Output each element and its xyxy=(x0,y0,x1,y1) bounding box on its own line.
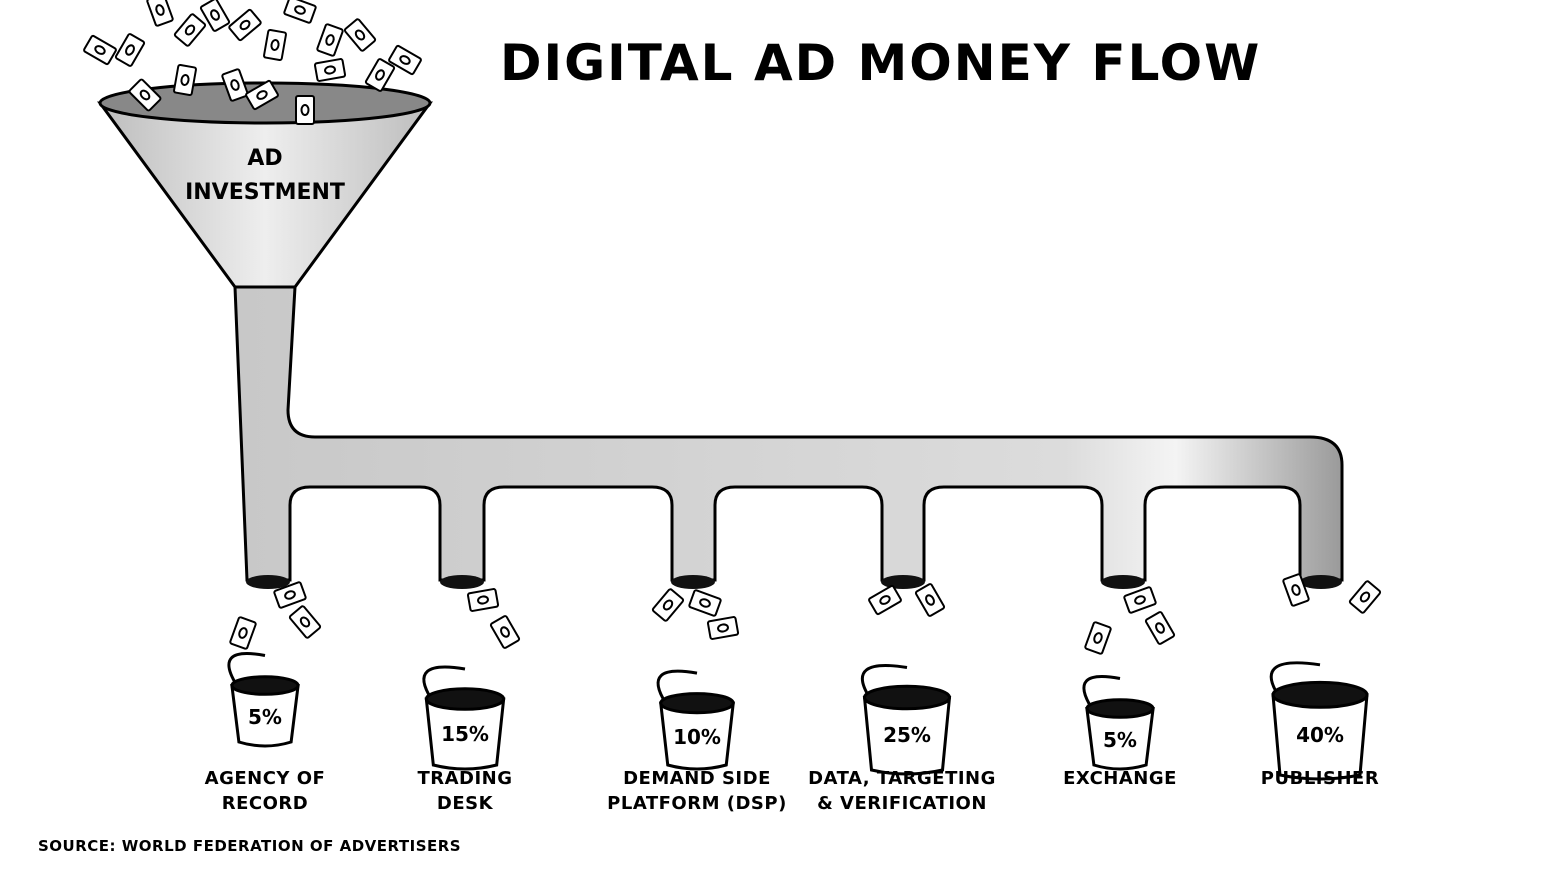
bucket-rim xyxy=(424,687,506,711)
money-bill-icon xyxy=(1282,573,1310,607)
bucket-body xyxy=(1271,693,1369,781)
money-bill-icon xyxy=(706,616,740,640)
stage-label-line1: AGENCY OF xyxy=(204,768,326,789)
stage-percent: 5% xyxy=(248,705,282,730)
bucket-body xyxy=(862,696,952,776)
stage-label: PUBLISHER xyxy=(1210,766,1430,791)
stage-label-line2: RECORD xyxy=(221,793,309,814)
bucket-body xyxy=(230,684,300,748)
money-bill-icon xyxy=(221,68,249,102)
money-bill-icon xyxy=(245,79,279,111)
bucket xyxy=(1082,675,1155,771)
bucket xyxy=(1269,661,1369,781)
bucket-handle xyxy=(422,665,466,700)
stage-label-line1: PUBLISHER xyxy=(1260,768,1380,789)
money-bill-icon xyxy=(1123,586,1157,614)
money-bill-icon xyxy=(1144,611,1176,645)
bucket xyxy=(422,665,506,771)
funnel-label-line2: INVESTMENT xyxy=(185,180,345,205)
stage-label-line1: DEMAND SIDE xyxy=(623,768,771,789)
money-bill-icon xyxy=(114,33,146,67)
bucket-handle xyxy=(656,669,698,704)
money-bill-icon xyxy=(316,23,344,57)
money-bill-icon xyxy=(229,616,257,650)
stage-percent: 40% xyxy=(1296,722,1344,747)
money-bill-icon xyxy=(388,44,422,76)
buckets xyxy=(227,652,1369,781)
bucket-handle xyxy=(1082,675,1121,710)
bucket-body xyxy=(424,697,506,771)
stage-label-line2: & VERIFICATION xyxy=(817,793,987,814)
stage-label-line1: TRADING xyxy=(417,768,513,789)
stage-label: TRADING DESK xyxy=(355,766,575,816)
bucket-body xyxy=(659,701,735,771)
stage-percent: 10% xyxy=(673,724,721,749)
funnel-label: AD INVESTMENT xyxy=(170,142,360,210)
funnel-label-line1: AD xyxy=(247,146,283,171)
stage-label: AGENCY OF RECORD xyxy=(155,766,375,816)
money-bill-icon xyxy=(295,95,315,125)
bucket xyxy=(227,652,300,748)
bucket xyxy=(656,669,735,771)
bucket-handle xyxy=(1269,661,1321,696)
money-bill-icon xyxy=(173,63,197,97)
bucket-handle xyxy=(860,664,908,699)
pipe xyxy=(233,285,1344,582)
money-bill-icon xyxy=(263,28,287,62)
money-bill-icon xyxy=(83,34,117,66)
money-bill-icon xyxy=(914,583,946,617)
stage-label-line1: DATA, TARGETING xyxy=(808,768,996,789)
money-bill-icon xyxy=(1084,621,1112,655)
bucket-rim xyxy=(863,684,951,711)
money-bill-icon xyxy=(273,581,307,609)
bucket-handle xyxy=(227,652,266,687)
stage-percent: 15% xyxy=(441,722,489,747)
money-bill-icon xyxy=(364,58,396,92)
stage-label: EXCHANGE xyxy=(1010,766,1230,791)
money-bill-icon xyxy=(128,78,162,112)
bucket-rim xyxy=(1085,698,1155,719)
money-bill-icon xyxy=(146,0,174,27)
money-bill-icon xyxy=(688,589,722,617)
stage-label-line2: PLATFORM (DSP) xyxy=(607,793,787,814)
money-bill-icon xyxy=(868,584,902,616)
stage-label-line1: EXCHANGE xyxy=(1063,768,1177,789)
source-note: SOURCE: WORLD FEDERATION OF ADVERTISERS xyxy=(38,837,462,855)
money-bill-icon xyxy=(651,588,685,622)
stage-percent: 5% xyxy=(1103,728,1137,753)
money-bill-icon xyxy=(288,605,322,639)
money-bill-icon xyxy=(343,18,377,52)
stage-percent: 25% xyxy=(883,722,931,747)
page-title: DIGITAL AD MONEY FLOW xyxy=(500,34,1262,92)
money-bill-icon xyxy=(283,0,317,24)
bucket-rim xyxy=(1271,680,1369,709)
stage-label-line2: DESK xyxy=(436,793,494,814)
money-bill-icon xyxy=(228,8,262,42)
stage-label: DATA, TARGETING & VERIFICATION xyxy=(792,766,1012,816)
bucket-rim xyxy=(659,692,735,715)
money-bill-icon xyxy=(1348,580,1382,614)
bucket-rim xyxy=(230,675,300,696)
stage-label: DEMAND SIDE PLATFORM (DSP) xyxy=(587,766,807,816)
money-bill-icon xyxy=(199,0,231,32)
money-bill-icon xyxy=(313,58,347,82)
money-bill-icon xyxy=(173,13,207,47)
bucket xyxy=(860,664,952,776)
money-bill-icon xyxy=(466,588,500,612)
falling-money xyxy=(83,0,1382,655)
bucket-body xyxy=(1085,707,1155,771)
money-bill-icon xyxy=(489,615,521,649)
